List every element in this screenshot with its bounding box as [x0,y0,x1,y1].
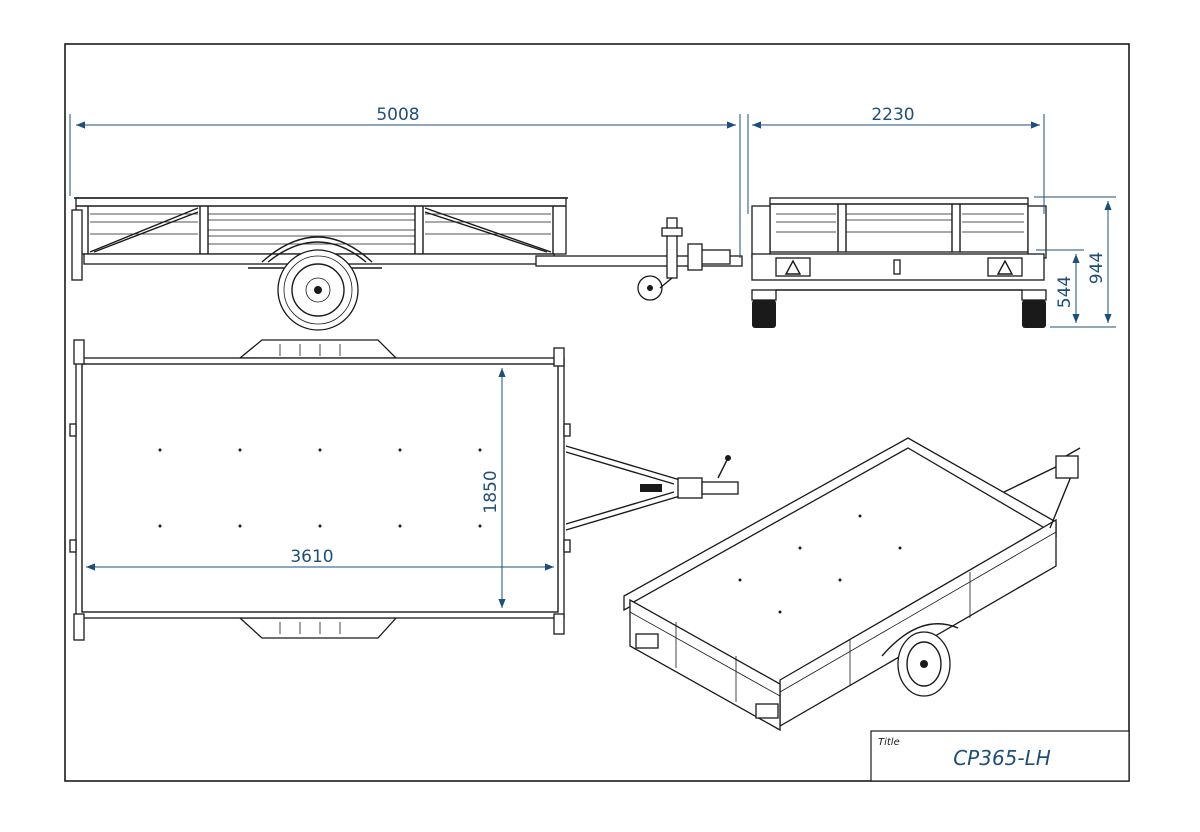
dim-side-height: 944 [1087,252,1107,284]
side-view [71,197,743,331]
dim-bed-length: 3610 [290,547,333,567]
rear-view [751,197,1047,328]
dim-overall-length: 5008 [376,105,419,125]
isometric-view [623,437,1081,732]
dim-bed-height: 544 [1055,276,1075,308]
top-view [69,339,739,641]
dim-bed-width: 1850 [481,470,501,513]
dim-overall-width: 2230 [871,105,914,125]
title-label: Title [878,737,900,748]
title-value: CP365-LH [953,746,1051,770]
drawing-frame [64,43,1130,782]
title-block: Title CP365-LH [870,730,1130,782]
